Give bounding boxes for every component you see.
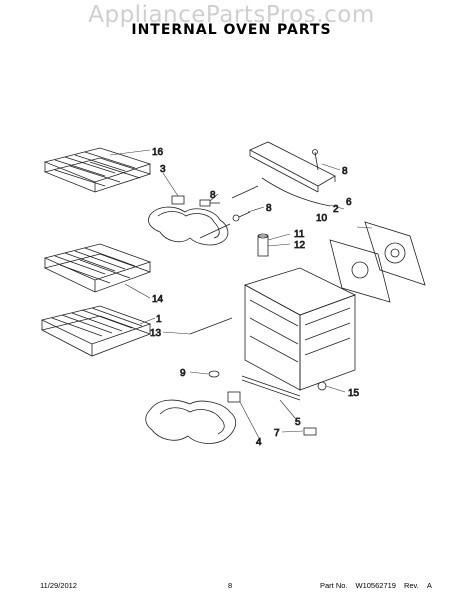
part-label: Part No. bbox=[320, 581, 348, 590]
bake-element bbox=[145, 391, 241, 444]
leader-lines bbox=[109, 149, 373, 441]
oven-rack-1 bbox=[40, 305, 152, 357]
temperature-sensor bbox=[231, 185, 259, 222]
callout-5: 5 bbox=[295, 417, 301, 428]
callout-3: 3 bbox=[160, 164, 166, 175]
callout-9: 9 bbox=[180, 368, 186, 379]
rev-value: A bbox=[426, 581, 432, 590]
footer-date: 11/29/2012 bbox=[40, 581, 77, 590]
terminal-connector bbox=[199, 199, 220, 207]
rear-cover-panel bbox=[329, 239, 391, 303]
oven-rack-16 bbox=[43, 147, 152, 193]
clip bbox=[303, 427, 317, 436]
callout-13: 13 bbox=[150, 328, 162, 339]
light-socket bbox=[257, 233, 269, 257]
callout-11: 11 bbox=[294, 229, 305, 240]
oven-rack-14 bbox=[43, 243, 152, 293]
watermark: AppliancePartsPros.com bbox=[88, 2, 375, 28]
callout-8-screw: 8 bbox=[342, 166, 348, 177]
part-number: W10562719 bbox=[355, 581, 396, 590]
callout-6: 6 bbox=[346, 197, 352, 208]
screw bbox=[312, 149, 319, 171]
callout-2: 2 bbox=[333, 204, 339, 215]
sensor-rod bbox=[189, 317, 233, 335]
callout-16: 16 bbox=[152, 147, 164, 158]
convection-fan-panel bbox=[364, 221, 426, 286]
callout-1: 1 bbox=[156, 314, 162, 325]
broil-element bbox=[148, 195, 231, 246]
wire-harness bbox=[261, 177, 331, 207]
nut bbox=[208, 370, 220, 378]
page-title: INTERNAL OVEN PARTS bbox=[131, 22, 332, 38]
callout-15: 15 bbox=[348, 388, 360, 399]
footer-page-number: 8 bbox=[228, 581, 233, 590]
callout-8-sensor: 8 bbox=[266, 203, 272, 214]
callout-10: 10 bbox=[316, 213, 328, 224]
vent-bracket bbox=[249, 141, 336, 193]
callout-4: 4 bbox=[256, 437, 262, 448]
footer-part-info: Part No. W10562719 Rev. A bbox=[320, 581, 440, 590]
callout-7: 7 bbox=[274, 428, 280, 439]
grommet bbox=[317, 381, 327, 391]
callout-12: 12 bbox=[294, 240, 306, 251]
callout-8-terminal: 8 bbox=[210, 190, 216, 201]
rev-label: Rev. bbox=[403, 581, 419, 590]
support-tube bbox=[241, 375, 301, 401]
callout-14: 14 bbox=[152, 294, 164, 305]
oven-cavity bbox=[243, 267, 357, 391]
